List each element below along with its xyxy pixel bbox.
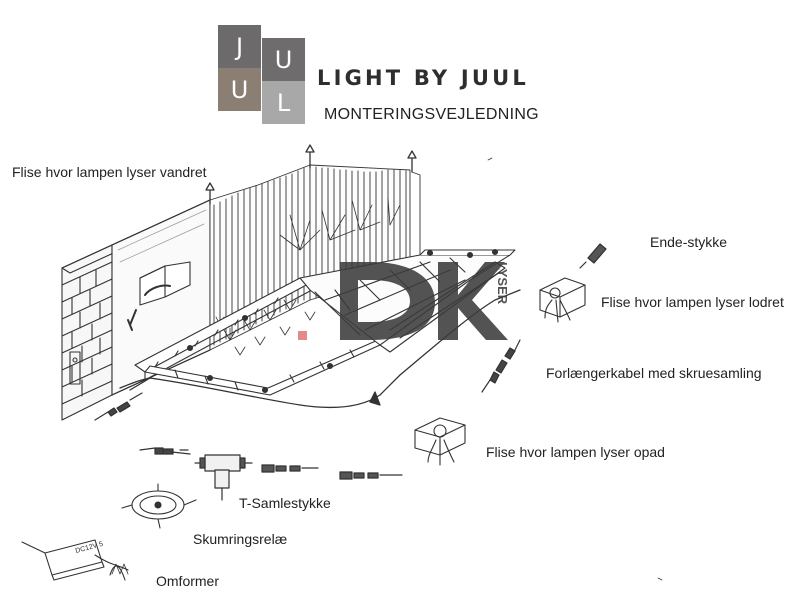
label-forlaengerkabel: Forlængerkabel med skruesamling: [546, 365, 762, 381]
logo-tile-j: J: [218, 25, 261, 68]
transformer: [21, 539, 129, 581]
label-t-samlestykke: T-Samlestykke: [239, 495, 331, 511]
logo-tile-u-bottom: U: [218, 68, 261, 111]
label-flise-opad: Flise hvor lampen lyser opad: [486, 444, 665, 460]
extension-cable: [481, 339, 521, 393]
end-piece: [579, 243, 607, 269]
fence: [205, 144, 421, 351]
watermark-accent-square: [298, 331, 307, 340]
paver-opad: [414, 417, 466, 466]
label-skumringsrelae: Skumringsrelæ: [193, 531, 288, 547]
label-flise-lodret: Flise hvor lampen lyser lodret: [601, 294, 784, 310]
label-ende-stykke: Ende-stykke: [650, 234, 728, 250]
paver-lodret: [539, 277, 586, 323]
connector-chain: [94, 392, 191, 455]
logo-tile-l: L: [262, 81, 305, 124]
page-subtitle: MONTERINGSVEJLEDNING: [324, 106, 539, 123]
dusk-relay: [121, 483, 197, 529]
watermark-side-text: LYSER: [495, 262, 510, 305]
label-omformer: Omformer: [156, 573, 219, 589]
side-wall: [111, 199, 211, 396]
brick-wall: [61, 244, 121, 421]
logo-tile-u-top: U: [262, 38, 305, 81]
plug-pieces: [261, 464, 403, 480]
t-connector: [194, 454, 253, 501]
dk-watermark: LYSER: [298, 262, 510, 340]
label-flise-vandret: Flise hvor lampen lyser vandret: [12, 164, 207, 180]
brand-name: LIGHT BY JUUL: [317, 66, 529, 90]
